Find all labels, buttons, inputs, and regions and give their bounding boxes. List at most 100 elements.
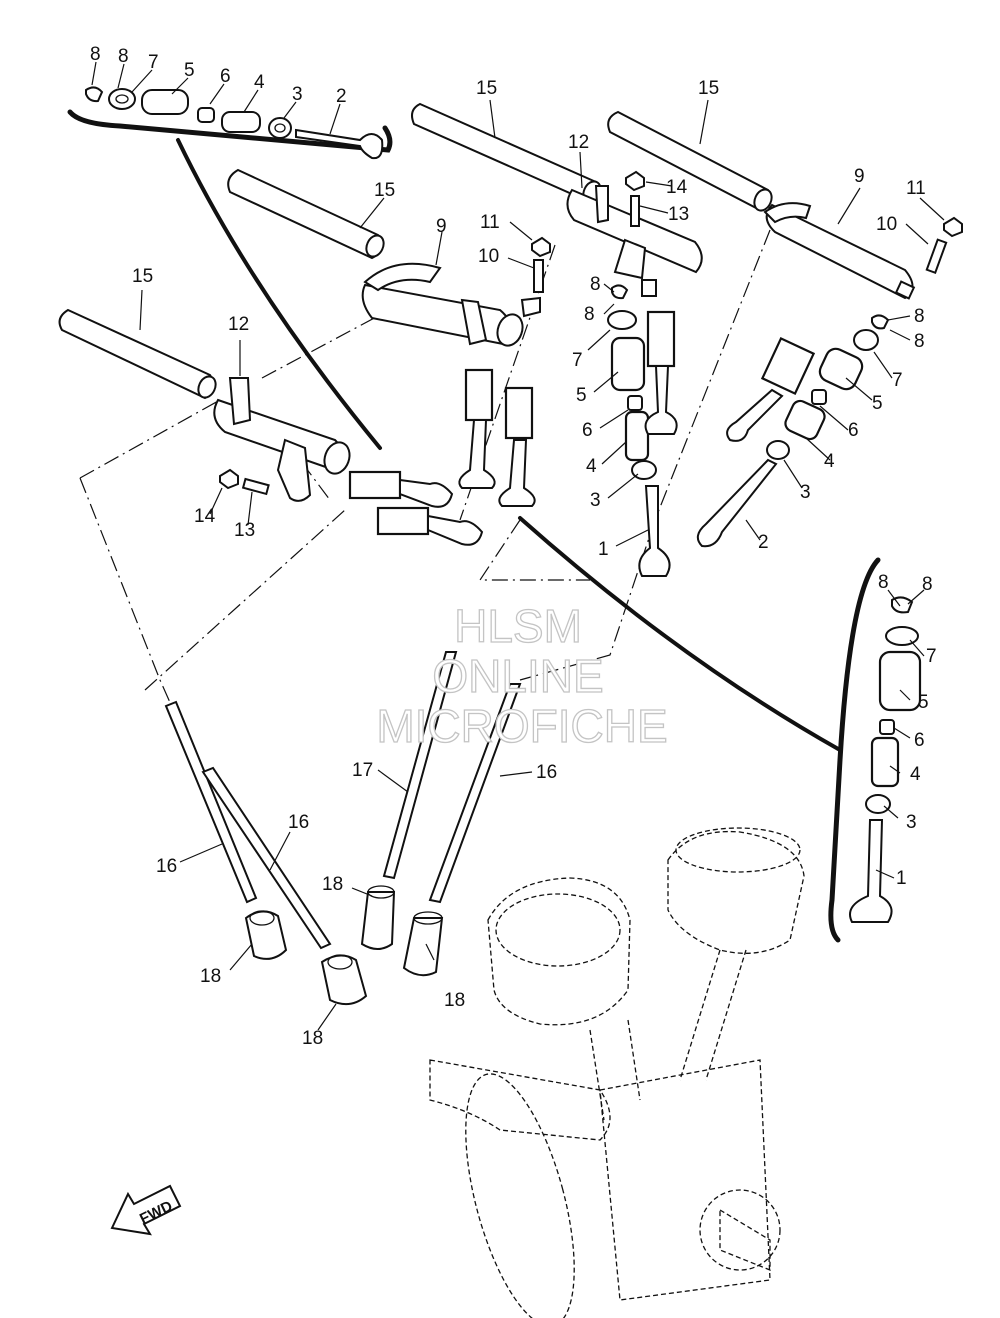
callout-6: 6 <box>582 420 593 441</box>
push-rod-16-b <box>201 766 332 950</box>
rocker-arms <box>213 185 916 502</box>
valve-assembly-b <box>498 386 536 507</box>
callout-18: 18 <box>444 990 465 1011</box>
piston-right <box>667 827 805 954</box>
callout-1: 1 <box>896 868 907 889</box>
callout-8: 8 <box>914 331 925 352</box>
callout-16: 16 <box>288 812 309 833</box>
callout-5: 5 <box>576 385 587 406</box>
callout-8: 8 <box>922 574 933 595</box>
push-rod-17 <box>382 651 458 880</box>
callout-8: 8 <box>878 572 889 593</box>
callout-6: 6 <box>914 730 925 751</box>
callout-15: 15 <box>476 78 497 99</box>
callout-18: 18 <box>302 1028 323 1049</box>
callout-8: 8 <box>584 304 595 325</box>
seat-6c <box>811 389 827 405</box>
piston-left <box>487 877 631 1026</box>
callout-9: 9 <box>436 216 447 237</box>
callout-4: 4 <box>586 456 597 477</box>
exhaust-valve-2a <box>295 128 384 160</box>
valve-2b <box>696 458 778 548</box>
rocker-arm-12-left <box>213 377 351 502</box>
callout-4: 4 <box>910 764 921 785</box>
valve-assemblies-left <box>348 368 536 546</box>
adjusters <box>219 170 963 496</box>
seal-3c <box>766 440 790 460</box>
spring-4b <box>624 410 650 462</box>
push-rods <box>164 651 522 950</box>
callout-3: 3 <box>590 490 601 511</box>
callout-4: 4 <box>824 451 835 472</box>
callout-14: 14 <box>194 506 216 527</box>
locknut-11-right <box>943 216 963 238</box>
callout-5: 5 <box>872 393 883 414</box>
retainer-7c <box>853 329 879 351</box>
callout-7: 7 <box>148 52 159 73</box>
spring-4d <box>870 736 900 788</box>
callout-15: 15 <box>698 78 719 99</box>
callout-9: 9 <box>854 166 865 187</box>
callout-8: 8 <box>590 274 601 295</box>
inner-spring-4a <box>221 111 261 133</box>
outer-spring-5a <box>141 89 189 115</box>
connecting-rods <box>589 949 747 1121</box>
callout-16: 16 <box>156 856 177 877</box>
lifter-18-b <box>320 954 368 1006</box>
rocker-shaft-15-left <box>58 308 217 400</box>
spring-5b <box>610 336 646 392</box>
spring-5c <box>818 347 864 391</box>
push-rod-16-c <box>428 683 522 904</box>
callout-3: 3 <box>906 812 917 833</box>
callout-11: 11 <box>480 212 500 233</box>
callout-18: 18 <box>200 966 221 987</box>
callout-2: 2 <box>336 86 347 107</box>
adjuster-screw-13-top <box>630 195 640 227</box>
callout-17: 17 <box>352 760 373 781</box>
retainer-7d <box>885 626 919 646</box>
callout-8: 8 <box>914 306 925 327</box>
adjuster-screw-13-left <box>241 477 270 496</box>
rocker-shaft-15-top <box>411 102 602 204</box>
oil-seal-3a <box>268 117 292 139</box>
callout-7: 7 <box>572 350 583 371</box>
callout-1: 1 <box>598 539 609 560</box>
callout-10: 10 <box>478 246 499 267</box>
valve-parts-top-left <box>85 86 384 160</box>
callout-8: 8 <box>118 46 129 67</box>
locknut-11-mid <box>531 236 551 258</box>
callout-15: 15 <box>374 180 395 201</box>
rocker-shaft-15-mid <box>227 168 385 260</box>
valve-assembly-f <box>726 336 816 442</box>
cotter-8c <box>611 284 629 300</box>
callout-3: 3 <box>292 84 303 105</box>
valve-cotter-8a <box>85 86 104 103</box>
push-rod-16-a <box>164 700 258 904</box>
callout-12: 12 <box>228 314 249 335</box>
callout-16: 16 <box>536 762 557 783</box>
watermark-line1: HLSM <box>454 600 582 652</box>
watermark: HLSM ONLINE MICROFICHE <box>376 599 669 752</box>
lifter-18-a <box>244 910 288 960</box>
valve-assembly-a <box>458 368 496 489</box>
callouts: 8 8 7 5 6 4 3 2 15 15 15 15 12 12 9 9 11… <box>90 44 937 1049</box>
spring-5d <box>878 650 922 712</box>
callout-13: 13 <box>234 520 255 541</box>
lifters <box>244 885 444 1006</box>
watermark-line2: ONLINE <box>432 650 603 702</box>
watermark-line3: MICROFICHE <box>376 700 667 752</box>
callout-10: 10 <box>876 214 897 235</box>
assembly-lines <box>79 229 771 771</box>
seal-3d <box>865 794 891 814</box>
crank-assembly <box>429 827 805 1318</box>
leader-lines <box>91 61 945 1031</box>
callout-2: 2 <box>758 532 769 553</box>
valve-parts-right <box>696 314 890 548</box>
valve-assembly-e <box>644 310 678 435</box>
lifter-18-d <box>402 911 444 977</box>
callout-12: 12 <box>568 132 589 153</box>
callout-11: 11 <box>906 178 926 199</box>
crankshaft <box>429 1059 781 1318</box>
rocker-arm-12-top <box>566 185 703 297</box>
seat-6b <box>627 395 643 411</box>
